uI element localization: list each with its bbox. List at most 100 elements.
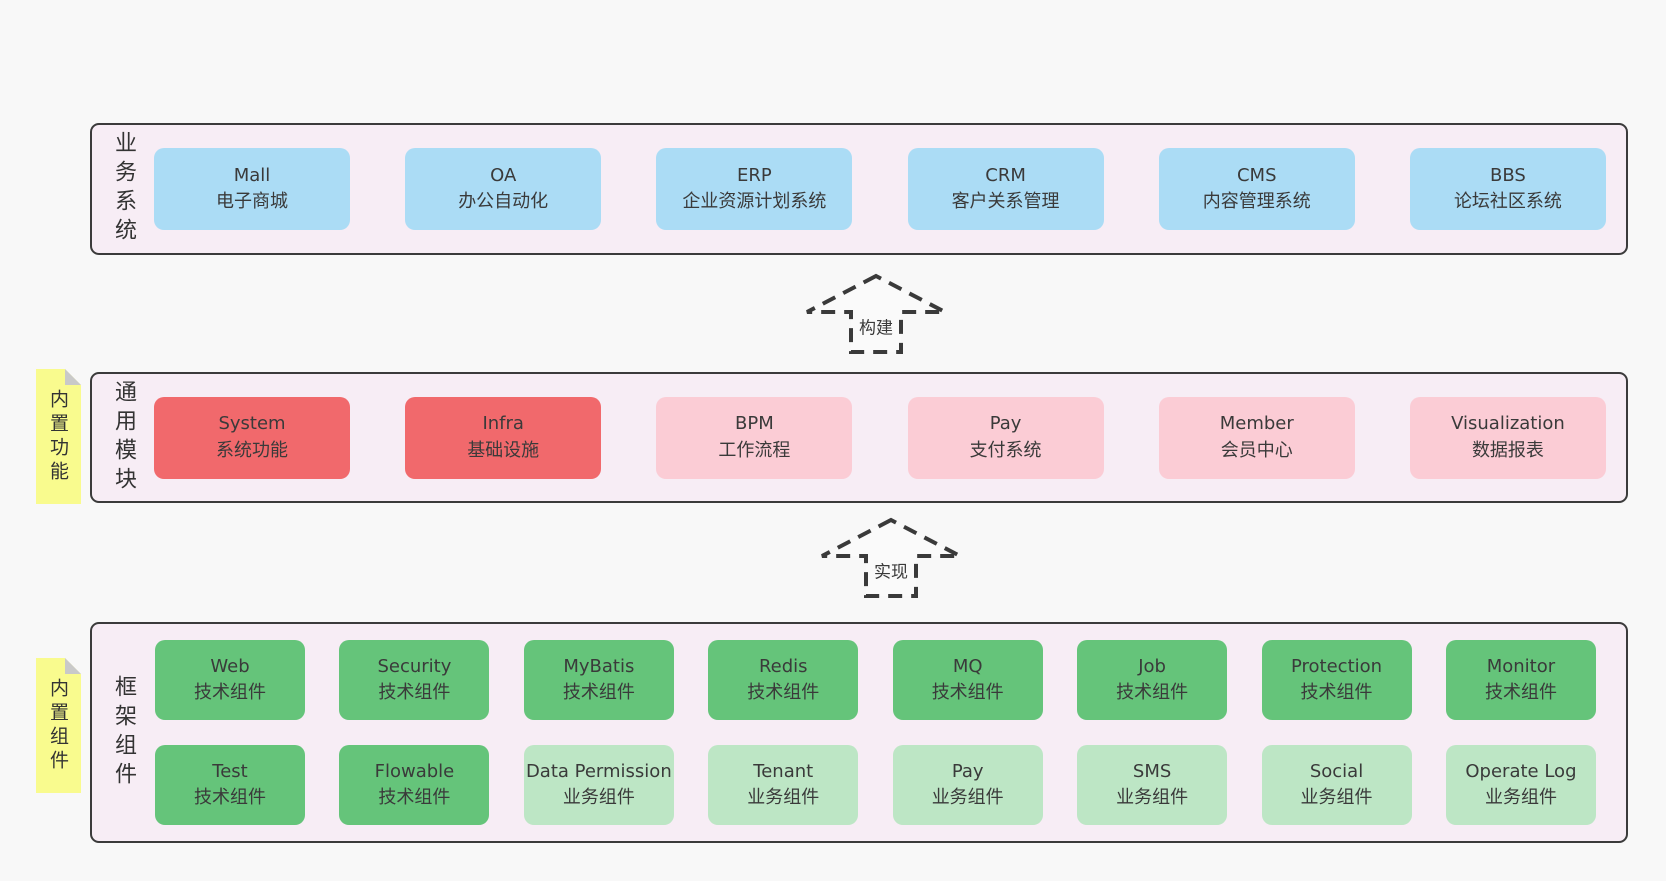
box-title: MQ xyxy=(952,655,983,677)
box-subtitle: 会员中心 xyxy=(1220,439,1293,461)
box-subtitle: 技术组件 xyxy=(194,682,266,703)
box-crm: CRM 客户关系管理 xyxy=(907,148,1104,230)
components-row-1: Web 技术组件 Security 技术组件 MyBatis 技术组件 Redi… xyxy=(155,640,1596,720)
box-oa: OA 办公自动化 xyxy=(405,148,602,230)
box-title: Redis xyxy=(758,655,808,677)
box-title: Test xyxy=(212,760,248,782)
box-subtitle: 技术组件 xyxy=(378,787,451,808)
box-bbs: BBS 论坛社区系统 xyxy=(1409,148,1606,230)
band-common-modules: 通用模块 System 系统功能 Infra 基础设施 BPM 工作流程 Pay… xyxy=(90,372,1628,503)
box-subtitle: 论坛社区系统 xyxy=(1453,191,1562,212)
box-title: Monitor xyxy=(1486,655,1556,677)
build-arrow: 构建 xyxy=(801,272,951,356)
box-subtitle: 企业资源计划系统 xyxy=(682,191,827,212)
business-box-row: Mall 电子商城 OA 办公自动化 ERP 企业资源计划系统 CRM 客户关系… xyxy=(154,148,1606,230)
box-redis: Redis 技术组件 xyxy=(708,640,859,720)
box-security: Security 技术组件 xyxy=(339,640,490,720)
sticky-modules-label: 内置功能 xyxy=(47,388,69,485)
box-title: Pay xyxy=(951,760,984,782)
box-operate-log: Operate Log 业务组件 xyxy=(1445,745,1596,825)
box-subtitle: 业务组件 xyxy=(562,787,635,808)
box-subtitle: 系统功能 xyxy=(216,439,288,461)
box-title: CMS xyxy=(1236,164,1277,186)
components-row-2: Test 技术组件 Flowable 技术组件 Data Permission … xyxy=(155,745,1596,825)
box-subtitle: 技术组件 xyxy=(194,787,266,808)
box-subtitle: 技术组件 xyxy=(931,682,1004,703)
box-subtitle: 工作流程 xyxy=(718,439,791,461)
box-title: Security xyxy=(377,655,452,677)
box-flowable: Flowable 技术组件 xyxy=(339,745,490,825)
box-mq: MQ 技术组件 xyxy=(892,640,1043,720)
band-components-label: 框架组件 xyxy=(111,674,136,791)
band-framework-components: 框架组件 Web 技术组件 Security 技术组件 MyBatis 技术组件… xyxy=(90,622,1628,843)
box-pay: Pay 支付系统 xyxy=(907,396,1104,479)
box-bpm: BPM 工作流程 xyxy=(656,396,853,479)
box-web: Web 技术组件 xyxy=(155,640,305,720)
box-title: Social xyxy=(1309,760,1364,782)
box-infra: Infra 基础设施 xyxy=(405,396,602,479)
box-subtitle: 技术组件 xyxy=(1116,682,1189,703)
box-subtitle: 业务组件 xyxy=(931,787,1004,808)
box-social: Social 业务组件 xyxy=(1261,745,1412,825)
build-arrow-label: 构建 xyxy=(856,313,896,339)
box-title: Infra xyxy=(482,413,524,435)
band-business-systems: 业务系统 Mall 电子商城 OA 办公自动化 ERP 企业资源计划系统 CRM… xyxy=(90,123,1628,255)
band-modules-label: 通用模块 xyxy=(111,379,136,496)
box-subtitle: 数据报表 xyxy=(1471,439,1544,461)
sticky-components-label: 内置组件 xyxy=(47,677,69,774)
box-cms: CMS 内容管理系统 xyxy=(1158,148,1355,230)
box-subtitle: 业务组件 xyxy=(1300,787,1373,808)
implement-arrow: 实现 xyxy=(816,516,966,600)
box-title: CRM xyxy=(985,164,1026,186)
box-system: System 系统功能 xyxy=(154,396,350,479)
box-tenant: Tenant 业务组件 xyxy=(708,745,859,825)
box-erp: ERP 企业资源计划系统 xyxy=(656,148,853,230)
box-subtitle: 支付系统 xyxy=(969,439,1042,461)
box-title: Tenant xyxy=(753,760,814,782)
box-monitor: Monitor 技术组件 xyxy=(1445,640,1596,720)
box-title: Protection xyxy=(1290,655,1383,677)
box-sms: SMS 业务组件 xyxy=(1077,745,1228,825)
band-business-label: 业务系统 xyxy=(111,131,136,247)
box-subtitle: 技术组件 xyxy=(1484,682,1557,703)
box-subtitle: 业务组件 xyxy=(1484,787,1557,808)
box-job: Job 技术组件 xyxy=(1077,640,1228,720)
box-title: ERP xyxy=(737,164,772,186)
box-title: Pay xyxy=(989,413,1022,435)
box-subtitle: 电子商城 xyxy=(216,191,288,212)
box-mybatis: MyBatis 技术组件 xyxy=(523,640,674,720)
box-subtitle: 技术组件 xyxy=(1300,682,1373,703)
box-title: Data Permission xyxy=(525,760,672,782)
box-title: MyBatis xyxy=(563,655,635,677)
box-pay-biz: Pay 业务组件 xyxy=(892,745,1043,825)
box-visualization: Visualization 数据报表 xyxy=(1409,396,1606,479)
box-test: Test 技术组件 xyxy=(155,745,305,825)
box-title: OA xyxy=(490,164,517,186)
box-title: Member xyxy=(1219,413,1294,435)
box-title: BPM xyxy=(735,413,774,435)
box-subtitle: 业务组件 xyxy=(1116,787,1189,808)
box-title: SMS xyxy=(1132,760,1172,782)
box-subtitle: 基础设施 xyxy=(467,439,540,461)
box-subtitle: 技术组件 xyxy=(747,682,820,703)
box-title: System xyxy=(218,413,286,435)
sticky-note-built-in-features: 内置功能 xyxy=(36,369,81,504)
box-data-permission: Data Permission 业务组件 xyxy=(523,745,674,825)
sticky-note-built-in-components: 内置组件 xyxy=(36,658,81,793)
implement-arrow-label: 实现 xyxy=(871,557,911,583)
box-title: Mall xyxy=(233,164,271,186)
box-title: Web xyxy=(210,655,250,677)
box-title: Flowable xyxy=(374,760,455,782)
box-member: Member 会员中心 xyxy=(1158,396,1355,479)
box-title: Operate Log xyxy=(1465,760,1577,782)
box-subtitle: 技术组件 xyxy=(378,682,451,703)
box-title: Visualization xyxy=(1451,413,1565,435)
modules-box-row: System 系统功能 Infra 基础设施 BPM 工作流程 Pay 支付系统… xyxy=(154,396,1606,479)
box-subtitle: 技术组件 xyxy=(562,682,635,703)
box-subtitle: 内容管理系统 xyxy=(1202,191,1311,212)
box-title: Job xyxy=(1138,655,1166,677)
box-protection: Protection 技术组件 xyxy=(1261,640,1412,720)
box-subtitle: 办公自动化 xyxy=(458,191,549,212)
box-subtitle: 业务组件 xyxy=(747,787,820,808)
